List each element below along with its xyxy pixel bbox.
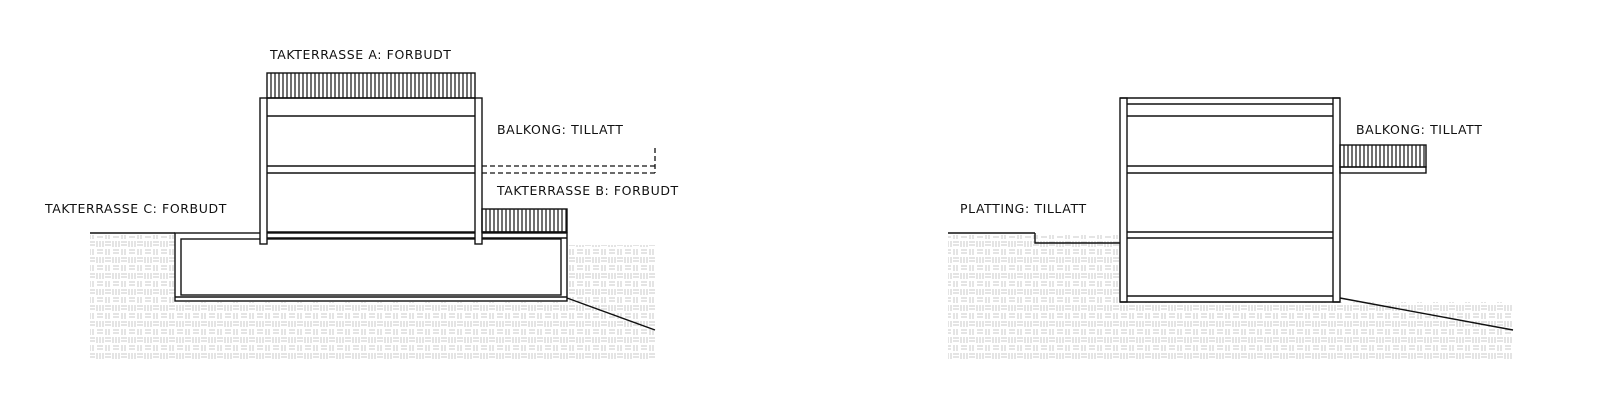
label-roof-terrace-b: TAKTERRASSE B: FORBUDT — [496, 183, 679, 198]
left-section: TAKTERRASSE A: FORBUDT BALKONG: TILLATT … — [44, 47, 679, 361]
basement — [174, 232, 568, 302]
right-section: BALKONG: TILLATT PLATTING: TILLATT — [948, 97, 1514, 361]
railing-top — [266, 72, 476, 99]
balcony-right — [1339, 144, 1427, 174]
deck — [1034, 233, 1120, 244]
ground-hatch — [90, 235, 655, 361]
label-deck: PLATTING: TILLATT — [960, 201, 1087, 216]
balcony-dashed — [482, 148, 656, 174]
balcony-railing — [1343, 145, 1425, 167]
slope-line — [566, 297, 656, 331]
ground-hatch-right — [948, 235, 1513, 361]
label-roof-terrace-a: TAKTERRASSE A: FORBUDT — [269, 47, 452, 62]
building-walls — [259, 97, 483, 245]
railing-lower-roof — [481, 208, 568, 233]
label-balcony-left: BALKONG: TILLATT — [497, 122, 623, 137]
building-right — [1119, 97, 1341, 303]
label-roof-terrace-c: TAKTERRASSE C: FORBUDT — [44, 201, 227, 216]
slope-line-right — [1339, 297, 1514, 331]
label-balcony-right: BALKONG: TILLATT — [1356, 122, 1482, 137]
